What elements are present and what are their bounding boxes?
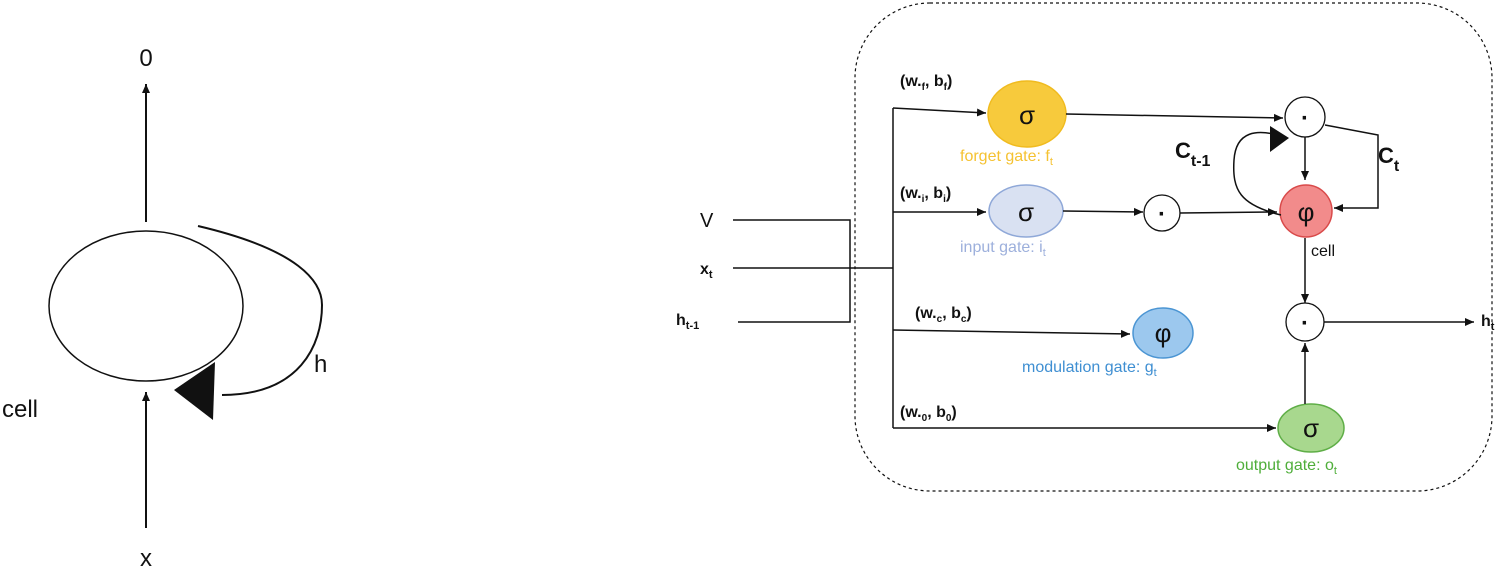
forget-multiply-symbol: ·: [1301, 105, 1309, 132]
modulation-weights-label: (w.c, bc): [915, 305, 972, 325]
mult-to-cell-arrow: [1179, 208, 1278, 217]
output-weights-label: (w.0, b0): [900, 404, 957, 424]
rnn-cell-diagram: 0 cell x h: [2, 45, 327, 571]
rnn-recurrent-loop: [197, 225, 324, 396]
rnn-cell-node: [48, 230, 244, 382]
output-gate-label: output gate: ot: [1236, 457, 1337, 477]
input-hprev-label: ht-1: [676, 312, 699, 332]
cell-state-label: cell: [1311, 243, 1335, 260]
lstm-cell-diagram: V xt ht-1 (w.f, bf) (w.i, bi) (w.c, bc) …: [676, 2, 1495, 492]
forget-to-mult-arrow: [1065, 113, 1284, 122]
output-gate-symbol: σ: [1303, 413, 1319, 443]
cell-curr-loop: [1324, 124, 1379, 212]
cell-prev-loop: [1232, 131, 1282, 216]
input-weights-label: (w.i, bi): [900, 185, 951, 205]
modulation-gate-label: modulation gate: gt: [1022, 359, 1157, 379]
input-gate-symbol: σ: [1018, 197, 1034, 227]
input-to-mult-arrow: [1062, 207, 1144, 216]
forget-weights-label: (w.f, bf): [900, 73, 952, 93]
rnn-input-label: x: [140, 545, 152, 571]
rnn-recurrent-arrowhead: [174, 362, 215, 420]
rnn-cell-label: cell: [2, 396, 38, 423]
input-gate-label: input gate: it: [960, 239, 1046, 259]
rnn-hidden-label: h: [314, 351, 327, 378]
output-multiply-symbol: ·: [1301, 310, 1309, 337]
modulation-branch-arrow: [892, 329, 1131, 338]
forget-branch-arrow: [892, 107, 987, 117]
modulation-gate-node: [1132, 307, 1194, 359]
cell-state-symbol: φ: [1298, 197, 1315, 227]
input-multiply-symbol: ·: [1158, 201, 1166, 228]
cell-prev-label: Ct-1: [1175, 138, 1211, 170]
input-v-label: V: [700, 210, 714, 232]
input-v-line: [733, 219, 851, 323]
cell-state-node: [1279, 184, 1333, 238]
forget-gate-symbol: σ: [1019, 100, 1035, 130]
modulation-gate-symbol: φ: [1155, 318, 1172, 348]
lstm-boundary: [854, 2, 1493, 492]
rnn-output-label: 0: [139, 45, 152, 72]
output-gate-node: [1277, 403, 1345, 453]
cell-prev-arrowhead: [1270, 126, 1289, 152]
input-x-label: xt: [700, 261, 713, 281]
cell-curr-label: Ct: [1378, 143, 1400, 175]
forget-gate-label: forget gate: ft: [960, 148, 1053, 168]
output-h-label: ht: [1481, 313, 1495, 333]
